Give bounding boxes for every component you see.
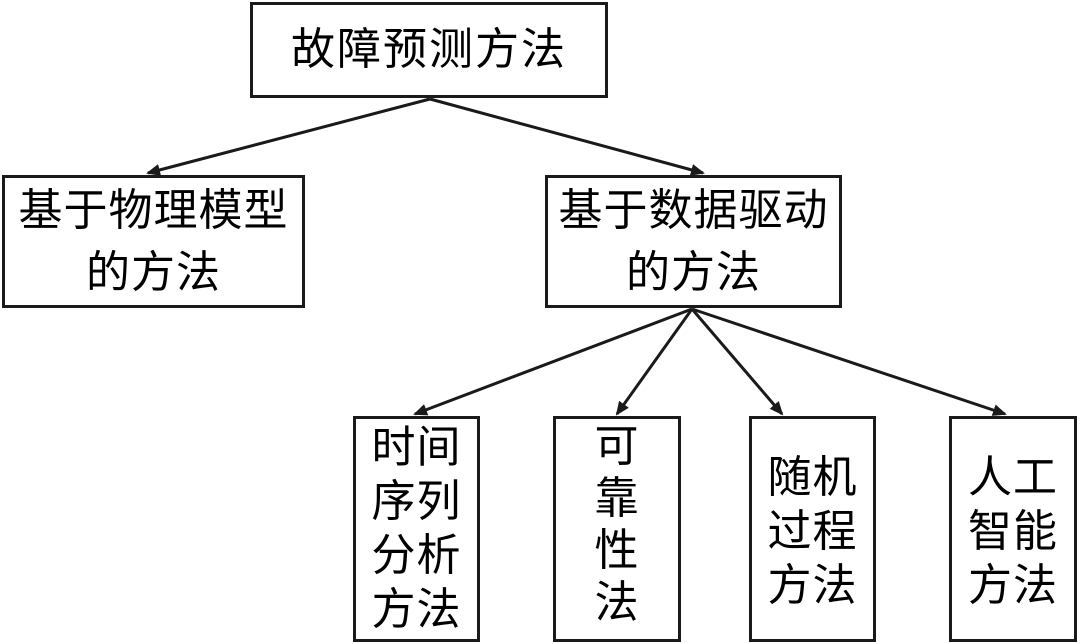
node-label-timeseries: 时间 序列 分析 方法 — [371, 422, 462, 635]
node-fault-prediction-methods: 故障预测方法 — [250, 2, 608, 98]
edge-data-to-reliability — [615, 308, 694, 416]
node-time-series-analysis: 时间 序列 分析 方法 — [353, 416, 480, 642]
node-label-ai: 人工 智能 方法 — [968, 452, 1058, 611]
node-label-root: 故障预测方法 — [291, 24, 567, 75]
node-label-reliability: 可 靠 性 法 — [594, 421, 640, 628]
node-data-driven-methods: 基于数据驱动 的方法 — [545, 175, 842, 308]
edge-root-to-physics — [146, 97, 431, 176]
node-label-physics: 基于物理模型 的方法 — [18, 184, 289, 298]
node-label-data: 基于数据驱动 的方法 — [558, 184, 829, 298]
node-reliability-method: 可 靠 性 法 — [553, 416, 681, 642]
edge-data-to-stochastic — [690, 308, 784, 416]
edge-root-to-data — [429, 97, 705, 176]
node-artificial-intelligence-method: 人工 智能 方法 — [949, 416, 1077, 642]
node-label-stochastic: 随机 过程 方法 — [767, 452, 858, 611]
edge-data-to-ai — [691, 307, 1007, 416]
edge-data-to-timeseries — [413, 307, 693, 416]
node-stochastic-process-method: 随机 过程 方法 — [749, 416, 876, 642]
node-physics-model-methods: 基于物理模型 的方法 — [2, 175, 305, 308]
